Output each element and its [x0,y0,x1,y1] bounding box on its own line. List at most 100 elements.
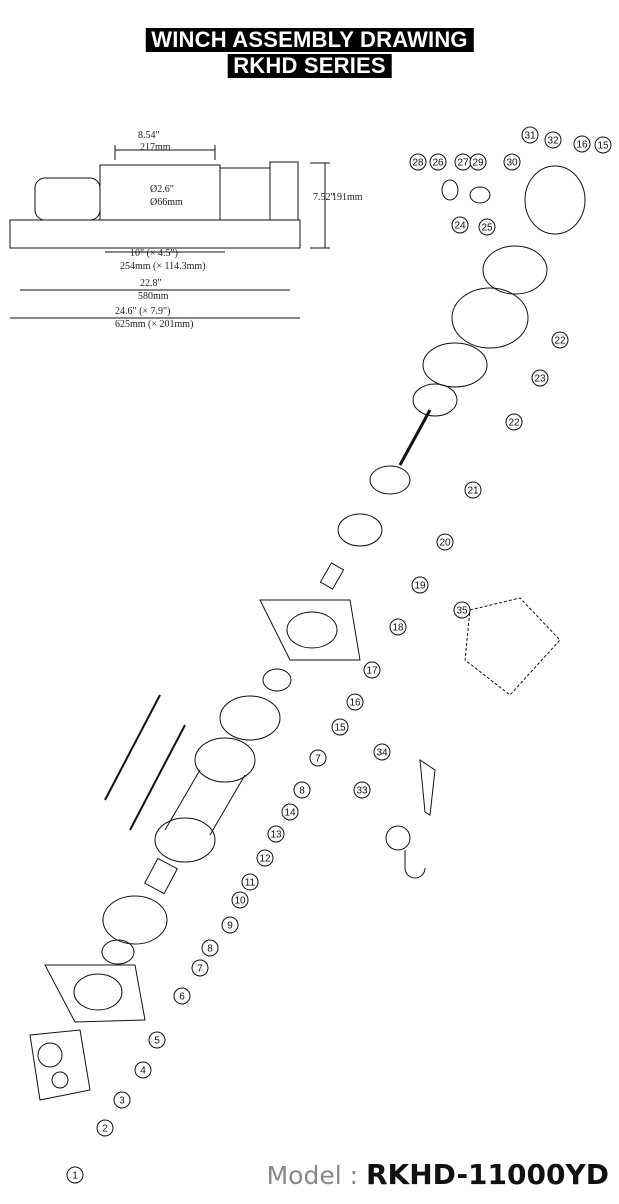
gasket-8-upper [219,695,281,741]
hardware-kit-35 [464,597,561,696]
dim-overall-length: 22.8" [140,278,162,289]
part-number-label: 34 [376,748,388,759]
tie-rod-upper [104,694,161,801]
part-number-label: 33 [356,786,368,797]
callout-circle [429,153,447,171]
callout-circle [173,987,191,1005]
dim-drum-dia: Ø2.6" [150,184,174,195]
title-line-2: RKHD SERIES [227,54,392,78]
planet-carrier-20 [369,465,411,495]
callout-circle [573,135,591,153]
callout-circle [451,216,469,234]
shaft-21 [398,409,432,466]
winch-side-view [9,145,330,319]
callout-circle [346,693,364,711]
part-number-label: 18 [392,623,404,634]
callout-circle [148,1031,166,1049]
end-cap-30 [524,165,586,235]
dim-bolt-pattern-mm: 254mm (× 114.3mm) [120,261,206,272]
part-number-label: 8 [299,786,305,797]
dim-drum-dia-mm: Ø66mm [150,197,183,208]
dim-bolt-pattern: 10" (× 4.5") [130,248,178,259]
hook-33 [385,825,411,851]
ring-gear-23 [451,287,529,349]
carrier-24 [412,383,458,417]
part-number-label: 17 [366,666,378,677]
gear-end-cap [269,161,299,221]
callout-circle [469,153,487,171]
gasket-8-lower [102,895,168,945]
callout-circle [331,718,349,736]
hydraulic-motor-3 [29,1029,91,1101]
callout-circle [551,331,569,349]
callout-circle [293,781,311,799]
motor-housing [34,177,101,221]
callout-circle [373,743,391,761]
tie-rod-lower [129,724,186,831]
part-number-label: 30 [506,158,518,169]
dim-drum-length-mm: 217mm [140,142,171,153]
callout-circle [531,369,549,387]
part-number-label: 26 [432,158,444,169]
strap-34 [419,759,436,816]
dim-base-length-mm: 625mm (× 201mm) [115,319,193,330]
part-number-label: 3 [119,1096,125,1107]
part-number-label: 6 [179,992,185,1003]
mounting-base [9,219,301,249]
part-number-label: 23 [534,374,546,385]
planet-gears-19 [337,513,383,547]
part-number-label: 35 [456,606,468,617]
part-number-label: 20 [439,538,451,549]
shaft-9 [144,857,178,895]
title-line-1: WINCH ASSEMBLY DRAWING [145,28,474,52]
part-number-label: 12 [259,854,271,865]
part-number-label: 14 [284,808,296,819]
part-number-label: 25 [481,223,493,234]
bushing-7-lower [101,939,135,965]
part-number-label: 15 [597,141,609,152]
gear-cluster [441,165,586,235]
dim-height: 7.52" [313,192,335,203]
part-number-label: 15 [334,723,346,734]
part-number-label: 7 [197,964,203,975]
callout-circle [594,136,612,154]
part-number-label: 19 [414,581,426,592]
callout-circle [256,849,274,867]
callout-circle [231,891,249,909]
motor-side-flange-4 [44,964,146,1023]
gasket-22-top [482,245,548,295]
part-number-label: 9 [227,921,233,932]
part-number-label: 16 [576,140,588,151]
drum-flange-14 [194,737,256,783]
part-number-label: 21 [467,486,479,497]
part-number-label: 24 [454,221,466,232]
part-number-label: 7 [315,754,321,765]
callout-circle [521,126,539,144]
callout-circle [363,661,381,679]
callout-circle [281,803,299,821]
part-number-label: 27 [457,158,469,169]
gearbox-housing [219,167,271,221]
model-label: Model : [266,1161,366,1190]
part-number-label: 28 [412,158,424,169]
callout-circle [436,533,454,551]
callout-circle [464,481,482,499]
callout-circle [221,916,239,934]
callout-circle [411,576,429,594]
hook-body [404,850,426,879]
bushing-7-upper [262,668,292,692]
part-number-label: 2 [102,1124,108,1135]
model-line: Model : RKHD-11000YD [267,1158,609,1191]
gear-side-flange-17 [259,599,361,661]
callout-circle [505,413,523,431]
callout-circle [389,618,407,636]
part-number-label: 11 [245,878,256,889]
callout-circle [96,1119,114,1137]
part-number-label: 29 [472,158,484,169]
drum-flange-11 [154,817,216,863]
dim-overall-length-mm: 580mm [138,291,169,302]
part-number-label: 22 [554,336,566,347]
callout-circle [113,1091,131,1109]
callout-circle [191,959,209,977]
part-number-label: 16 [349,698,361,709]
